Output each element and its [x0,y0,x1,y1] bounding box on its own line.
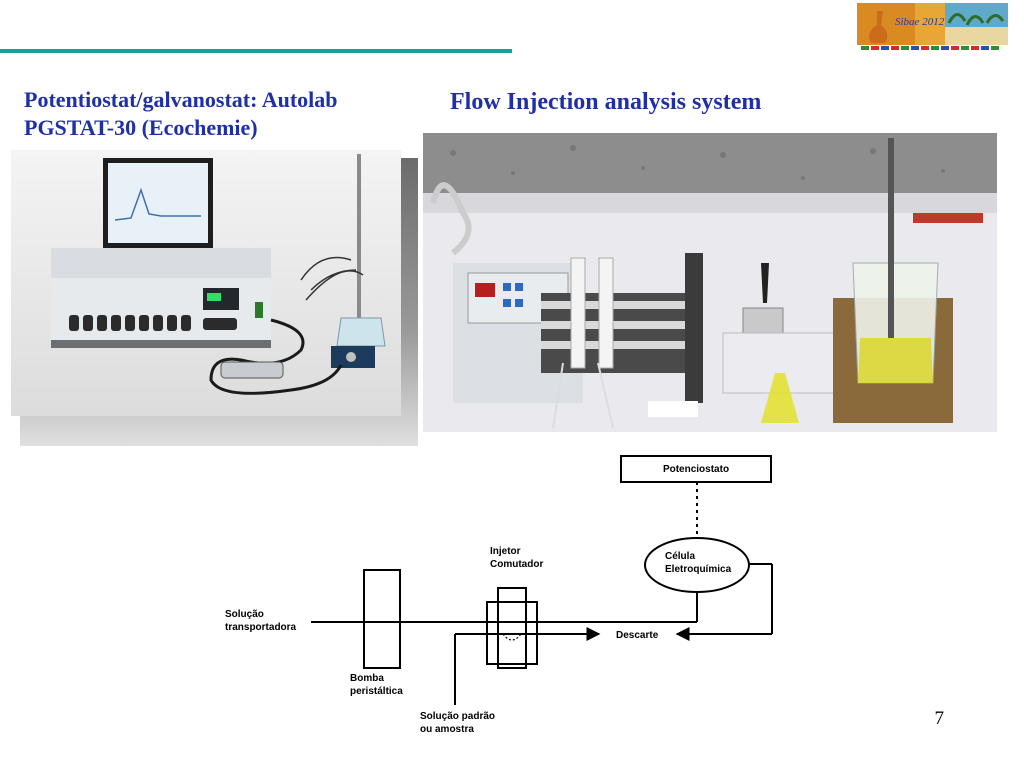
injetor-label-line2: Comutador [490,559,543,570]
logo-text: Sibae 2012 [895,16,945,28]
bomba-label-line1: Bomba [350,673,384,684]
potentiostat-photo [11,150,401,416]
conference-logo: Sibae 2012 [857,3,1008,51]
padrao-label-line2: ou amostra [420,724,474,735]
padrao-label-line1: Solução padrão [420,711,495,722]
celula-label-line1: Célula [665,551,695,562]
bomba-box [363,569,401,669]
celula-label-line2: Eletroquímica [665,564,732,575]
injetor-loop [502,633,522,641]
solucao-label-line2: transportadora [225,622,297,633]
descarte-label: Descarte [616,630,659,641]
fia-photo [423,133,997,432]
instrument-heading-line1: Potentiostat/galvanostat: Autolab [24,87,338,112]
instrument-heading: Potentiostat/galvanostat: Autolab PGSTAT… [24,86,414,142]
fia-heading: Flow Injection analysis system [450,89,762,115]
header-rule [0,49,512,53]
injetor-inner [497,587,527,669]
page-number: 7 [934,708,945,729]
injetor-label-line1: Injetor [490,546,521,557]
fia-schematic: Potenciostato Célula Eletroquímica Bomba… [225,455,773,735]
instrument-heading-line2: PGSTAT-30 (Ecochemie) [24,115,258,140]
bomba-label-line2: peristáltica [350,686,403,697]
potenciostato-label: Potenciostato [663,464,729,475]
solucao-label-line1: Solução [225,609,264,620]
